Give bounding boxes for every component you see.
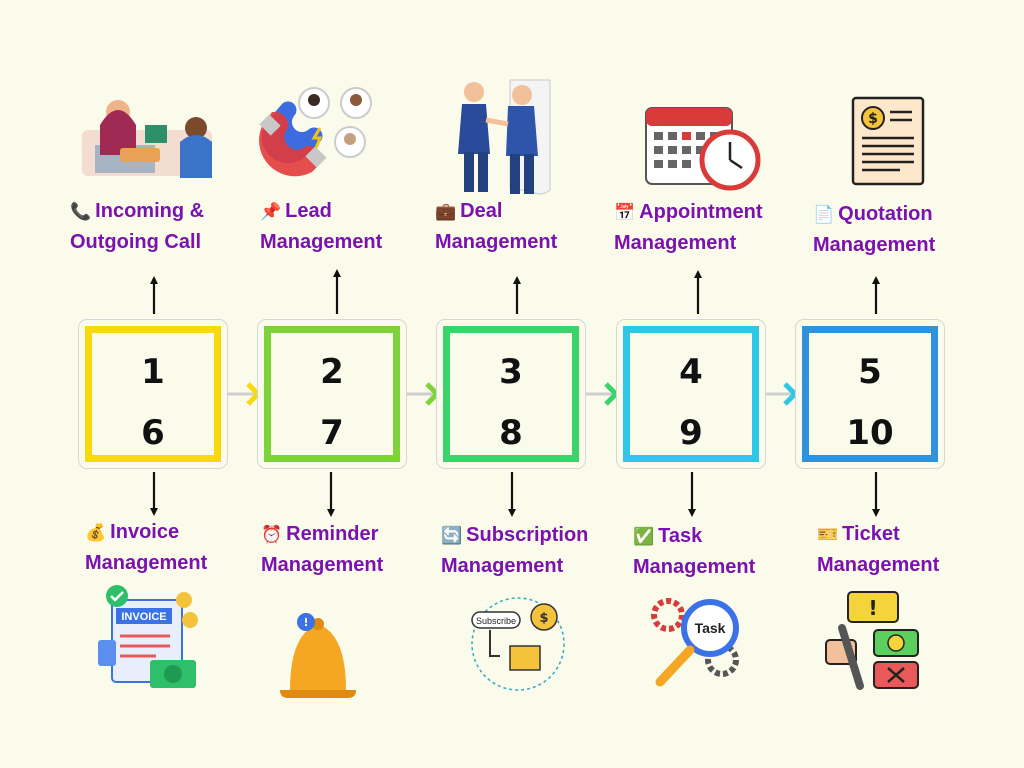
step-number-bottom: 6 [141,413,165,453]
label-line1: Invoice [110,521,180,543]
svg-text:!: ! [868,596,877,620]
step-number-top: 1 [141,352,165,392]
money-bag-icon: 💰 [85,523,107,542]
svg-text:!: ! [303,616,308,629]
refresh-icon: 🔄 [441,526,463,545]
step-card-5: 5 10 [795,319,945,469]
label-line1: Lead [285,200,332,222]
vertical-arrows [150,269,880,517]
briefcase-icon: 💼 [435,202,457,221]
step-card-3: 3 8 [436,319,586,469]
label-appointment-management: 📅Appointment Management [614,197,762,259]
label-line1: Deal [460,200,503,222]
label-line1: Ticket [842,523,900,545]
magnet-illustration [259,87,372,177]
label-incoming-outgoing-call: 📞Incoming & Outgoing Call [70,196,204,258]
step-card-4: 4 9 [616,319,766,469]
label-reminder-management: ⏰Reminder Management [261,519,383,581]
label-line1: Appointment [639,201,763,223]
call-center-illustration [82,100,212,178]
step-card-frame: 1 6 [85,326,221,462]
label-line1: Subscription [466,524,589,546]
label-line1: Quotation [838,203,933,225]
step-number-top: 4 [679,352,703,392]
step-number-bottom: 9 [679,413,703,453]
pushpin-icon: 📌 [260,202,282,221]
ticket-icon: 🎫 [817,525,839,544]
label-invoice-management: 💰Invoice Management [85,517,207,579]
step-card-frame: 4 9 [623,326,759,462]
step-card-frame: 5 10 [802,326,938,462]
check-mark-icon: ✅ [633,527,655,546]
dollar-symbol: $ [868,111,878,127]
label-task-management: ✅Task Management [633,521,755,583]
step-number-top: 3 [499,352,523,392]
step-number-bottom: 10 [846,413,894,453]
step-card-2: 2 7 [257,319,407,469]
step-card-frame: 3 8 [443,326,579,462]
step-number-bottom: 8 [499,413,523,453]
label-line1: Reminder [286,523,379,545]
label-line2: Management [614,232,737,254]
subscribe-text: Subscribe [476,616,516,626]
label-line2: Management [441,555,564,577]
invoice-illustration: INVOICE [98,585,198,688]
phone-icon: 📞 [70,202,92,221]
label-subscription-management: 🔄Subscription Management [441,520,588,582]
task-text: Task [695,620,726,636]
subscribe-illustration: Subscribe $ [471,597,565,691]
label-lead-management: 📌Lead Management [260,196,382,258]
label-line2: Management [435,231,558,253]
label-deal-management: 💼Deal Management [435,196,557,258]
document-icon: 📄 [813,205,835,224]
label-line2: Management [817,554,940,576]
label-line2: Management [261,554,384,576]
label-line2: Management [260,231,383,253]
svg-text:$: $ [539,611,548,626]
label-ticket-management: 🎫Ticket Management [817,519,939,581]
label-line1: Task [658,525,703,547]
label-line2: Management [85,552,208,574]
ticket-support-illustration: ! [825,591,919,690]
bell-illustration: ! [280,613,356,698]
label-line2: Outgoing Call [70,231,202,253]
task-magnifier-illustration: Task [651,598,739,687]
step-number-bottom: 7 [320,413,344,453]
label-line1: Incoming & [95,200,205,222]
label-quotation-management: 📄Quotation Management [813,199,935,261]
step-card-frame: 2 7 [264,326,400,462]
alarm-clock-icon: ⏰ [261,525,283,544]
calendar-icon: 📅 [614,203,636,222]
handshake-illustration [458,79,551,195]
label-line2: Management [633,556,756,578]
step-card-1: 1 6 [78,319,228,469]
label-line2: Management [813,234,936,256]
step-number-top: 2 [320,352,344,392]
step-number-top: 5 [858,352,882,392]
invoice-heading: INVOICE [121,611,166,623]
quotation-doc-illustration: $ [851,96,925,186]
calendar-clock-illustration [645,107,761,191]
